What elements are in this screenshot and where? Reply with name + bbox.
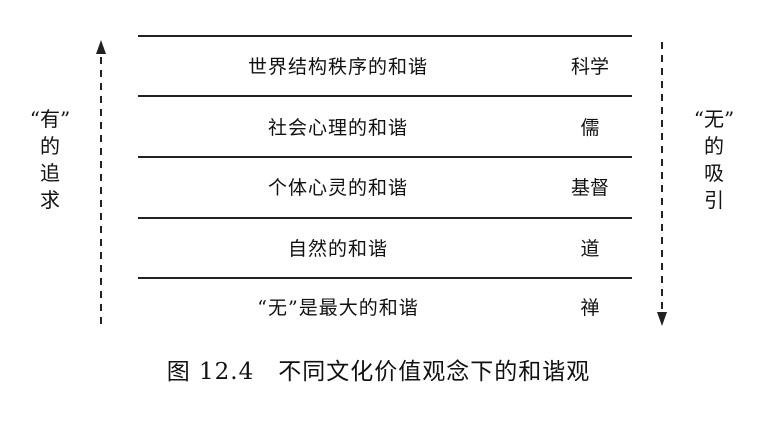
tradition-label: 儒: [580, 117, 600, 139]
harmony-row-zen: “无”是最大的和谐 禅: [138, 278, 632, 338]
tradition-label: 科学: [570, 56, 609, 78]
harmony-label: 自然的和谐: [287, 238, 388, 260]
down-arrow-icon: [657, 42, 667, 326]
up-arrow-icon: [96, 40, 106, 324]
harmony-label: 社会心理的和谐: [267, 117, 408, 139]
harmony-row-confucian: 社会心理的和谐 儒: [138, 98, 632, 158]
harmony-label: 个体心灵的和谐: [267, 177, 408, 199]
harmony-label: 世界结构秩序的和谐: [247, 56, 428, 78]
right-label: “无” 的 吸 引: [693, 107, 735, 212]
tradition-label: 基督: [570, 177, 609, 199]
harmony-row-tao: 自然的和谐 道: [138, 219, 632, 279]
divider-line: [138, 217, 632, 219]
tradition-label: 道: [580, 238, 600, 260]
tradition-label: 禅: [580, 297, 600, 319]
harmony-row-christian: 个体心灵的和谐 基督: [138, 158, 632, 218]
harmony-label: “无”是最大的和谐: [257, 297, 419, 319]
divider-line: [138, 156, 632, 158]
figure-caption: 图 12.4 不同文化价值观念下的和谐观: [166, 359, 591, 385]
left-label: “有” 的 追 求: [29, 107, 71, 212]
divider-line: [138, 35, 632, 37]
divider-line: [138, 95, 632, 97]
divider-line: [138, 277, 632, 279]
harmony-row-science: 世界结构秩序的和谐 科学: [138, 37, 632, 97]
